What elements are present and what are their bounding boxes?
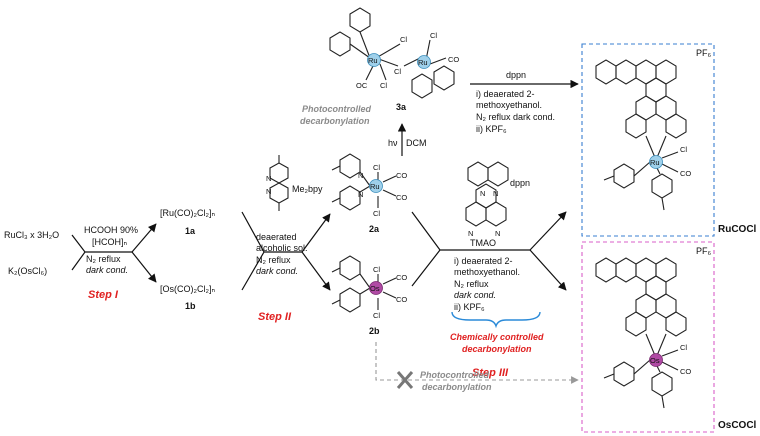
svg-text:N: N [468, 229, 473, 238]
svg-text:N: N [480, 189, 485, 198]
step3-branch-lines [411, 211, 530, 287]
step2-branch-lines [241, 211, 302, 291]
svg-text:Os: Os [650, 356, 660, 365]
svg-text:Cl: Cl [430, 31, 437, 40]
rucocl-name: RuCOCl [718, 224, 757, 235]
step3-cond-4: dark cond. [454, 290, 496, 300]
dimer-route-cond-4: ii) KPF₆ [476, 124, 507, 134]
svg-text:N: N [495, 229, 500, 238]
failed-label-2: decarbonylation [422, 382, 492, 392]
step3-chem-label-1: Chemically controlled [450, 332, 544, 342]
step2-cond-1: deaerated [256, 232, 297, 242]
photo-hv: hν [388, 138, 398, 148]
photo-label-2: decarbonylation [300, 116, 370, 126]
svg-text:CO: CO [680, 367, 691, 376]
dimer-route-cond-3: N₂ reflux dark cond. [476, 112, 555, 122]
oscocl-box [581, 241, 715, 433]
step2-cond-4: dark cond. [256, 266, 298, 276]
dimer-route-cond-2: methoxyethanol. [476, 100, 542, 110]
os-salt-label: K₂(OsCl₆) [8, 266, 47, 276]
step2-cond-3: N₂ reflux [256, 255, 291, 265]
ru-polymer-formula: [Ru(CO)₂Cl₂]ₙ [160, 208, 215, 218]
step3-arrow-down [529, 249, 567, 291]
svg-text:N: N [266, 187, 271, 196]
svg-text:OC: OC [356, 81, 368, 90]
step3-cond-1: i) deaerated 2- [454, 256, 513, 266]
step1-cond-1: HCOOH 90% [84, 225, 138, 235]
failed-route-line [375, 342, 579, 384]
step3-cond-2: methoxyethanol. [454, 267, 520, 277]
step1-arrow-down [131, 251, 157, 283]
step3-label: Step III [472, 367, 509, 379]
rucocl-counterion: PF₆ [696, 48, 712, 58]
svg-text:Ru: Ru [418, 58, 428, 67]
ru-salt-label: RuCl₃ x 3H₂O [4, 230, 59, 240]
rucocl-box [581, 43, 715, 237]
step3-arrow-up [529, 211, 567, 251]
step1-cond-3: N₂ reflux [86, 254, 121, 264]
step3-cond-5: ii) KPF₆ [454, 302, 485, 312]
photo-solvent: DCM [406, 138, 427, 148]
svg-text:Cl: Cl [680, 145, 687, 154]
svg-text:N: N [358, 190, 363, 199]
oscocl-name: OsCOCl [718, 420, 757, 431]
svg-text:Ru: Ru [650, 158, 660, 167]
svg-text:Ru: Ru [370, 182, 380, 191]
svg-text:Cl: Cl [394, 67, 401, 76]
compound-1a-id: 1a [185, 226, 196, 236]
step2-arrow-up [301, 213, 331, 253]
svg-text:N: N [493, 189, 498, 198]
svg-text:N: N [358, 171, 363, 180]
step2-cond-2: alcoholic sol. [256, 243, 308, 253]
step1-label: Step I [88, 289, 119, 301]
svg-text:Cl: Cl [373, 311, 380, 320]
svg-text:Cl: Cl [380, 81, 387, 90]
os-polymer-formula: [Os(CO)₂Cl₂]ₙ [160, 284, 215, 294]
me2bpy-structure: N N [266, 155, 289, 211]
svg-text:Ru: Ru [368, 56, 378, 65]
complex-2b-structure: Os Cl Cl CO CO [331, 255, 407, 320]
svg-text:Cl: Cl [680, 343, 687, 352]
step2-ligand: Me₂bpy [292, 184, 323, 194]
svg-text:CO: CO [396, 193, 407, 202]
compound-2b-id: 2b [369, 326, 380, 336]
step1-branch-lines [71, 234, 132, 271]
complex-2a-structure: Ru Cl Cl CO CO N N [331, 153, 407, 218]
svg-text:CO: CO [396, 171, 407, 180]
step1-cond-2: [HCOH]ₙ [92, 237, 128, 247]
dimer-route-cond-1: i) deaerated 2- [476, 89, 535, 99]
step2-label: Step II [258, 311, 292, 323]
svg-text:N: N [266, 174, 271, 183]
rucocl-structure: Ru Cl CO [595, 59, 691, 211]
step2-arrow-down [301, 251, 331, 291]
svg-text:Cl: Cl [373, 265, 380, 274]
failed-route-cross-icon [396, 371, 414, 389]
svg-text:Os: Os [370, 284, 380, 293]
step3-chem-label-2: decarbonylation [462, 344, 532, 354]
svg-text:Cl: Cl [373, 163, 380, 172]
step1-cond-4: dark cond. [86, 265, 128, 275]
dppn-structure: N N N N [465, 161, 509, 238]
failed-label-1: Photocontrolled [420, 370, 489, 380]
step3-oxidant: TMAO [470, 238, 496, 248]
oscocl-counterion: PF₆ [696, 246, 712, 256]
step3-ligand: dppn [510, 178, 530, 188]
photo-label-1: Photocontrolled [302, 104, 371, 114]
step1-arrow-up [131, 223, 157, 253]
oscocl-structure: Os Cl CO [595, 257, 691, 409]
compound-1b-id: 1b [185, 301, 196, 311]
svg-text:CO: CO [448, 55, 459, 64]
svg-text:CO: CO [680, 169, 691, 178]
svg-text:CO: CO [396, 295, 407, 304]
dimer-route-ligand: dppn [506, 70, 526, 80]
compound-2a-id: 2a [369, 224, 380, 234]
svg-text:Cl: Cl [373, 209, 380, 218]
svg-text:CO: CO [396, 273, 407, 282]
compound-3a-id: 3a [396, 102, 407, 112]
dimer-3a-structure: Ru Ru Cl Cl Cl CO OC Cl [329, 7, 459, 99]
step3-brace [451, 311, 541, 329]
svg-text:Cl: Cl [400, 35, 407, 44]
step3-cond-3: N₂ reflux [454, 279, 489, 289]
